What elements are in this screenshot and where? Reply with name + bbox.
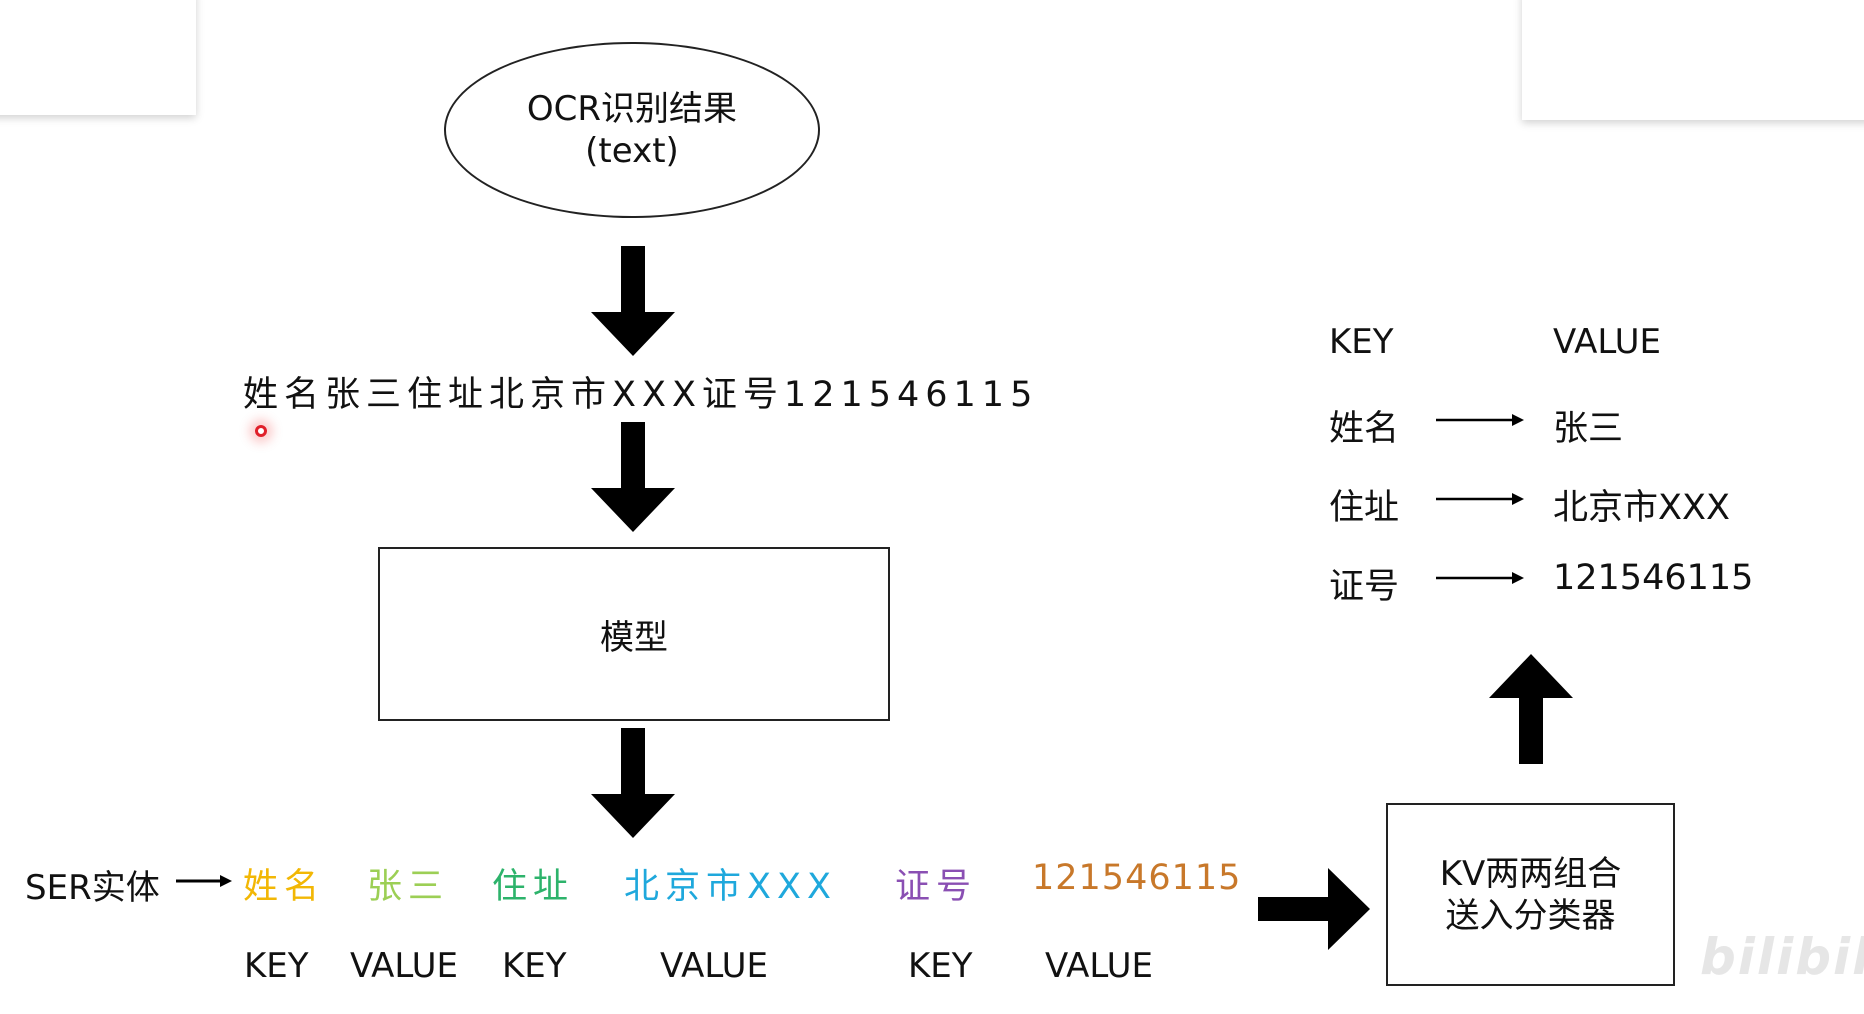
tag-value-2: VALUE [660,946,768,986]
kv-box-line1: KV两两组合 [1439,853,1622,894]
entity-name-key: 姓名 [243,867,326,907]
ocr-result-node: OCR识别结果 (text) [444,42,820,218]
ocr-result-title: OCR识别结果 [526,89,738,129]
down-arrow-1 [591,246,675,356]
kv-row-1-arrow [1436,414,1524,426]
kv-row-3-key: 证号 [1329,567,1400,607]
ocr-result-subtitle: (text) [585,131,679,171]
kv-row-2-arrow [1436,493,1524,505]
tag-key-1: KEY [244,946,309,986]
background-card-left [0,0,196,115]
background-card-right [1522,0,1864,120]
entity-id-key: 证号 [895,867,978,907]
cursor-indicator [255,425,267,437]
kv-combine-box: KV两两组合 送入分类器 [1386,803,1675,986]
entity-id-value: 121546115 [1032,858,1242,898]
right-arrow [1258,868,1370,950]
kv-header-value: VALUE [1553,322,1661,362]
tag-value-1: VALUE [350,946,458,986]
entity-address-value: 北京市XXX [624,867,837,907]
kv-box-line2: 送入分类器 [1445,895,1616,936]
bilibili-watermark-logo: bilibili [1700,928,1864,986]
down-arrow-3 [591,728,675,838]
ser-entity-label: SER实体 [25,868,160,908]
kv-row-3-value: 121546115 [1553,558,1754,598]
tag-key-3: KEY [908,946,973,986]
down-arrow-2 [591,422,675,532]
ser-small-arrow [176,875,232,887]
ocr-text-line: 姓名张三住址北京市XXX证号121546115 [243,375,1039,415]
up-arrow [1489,654,1573,764]
entity-address-key: 住址 [492,867,575,907]
kv-row-3-arrow [1436,572,1524,584]
model-label: 模型 [600,617,668,658]
kv-header-key: KEY [1329,322,1394,362]
model-box: 模型 [378,547,890,721]
kv-row-2-key: 住址 [1329,488,1400,528]
tag-key-2: KEY [502,946,567,986]
entity-name-value: 张三 [367,867,450,907]
kv-row-1-value: 张三 [1553,409,1624,449]
kv-row-1-key: 姓名 [1329,409,1400,449]
kv-row-2-value: 北京市XXX [1553,488,1730,528]
tag-value-3: VALUE [1045,946,1153,986]
